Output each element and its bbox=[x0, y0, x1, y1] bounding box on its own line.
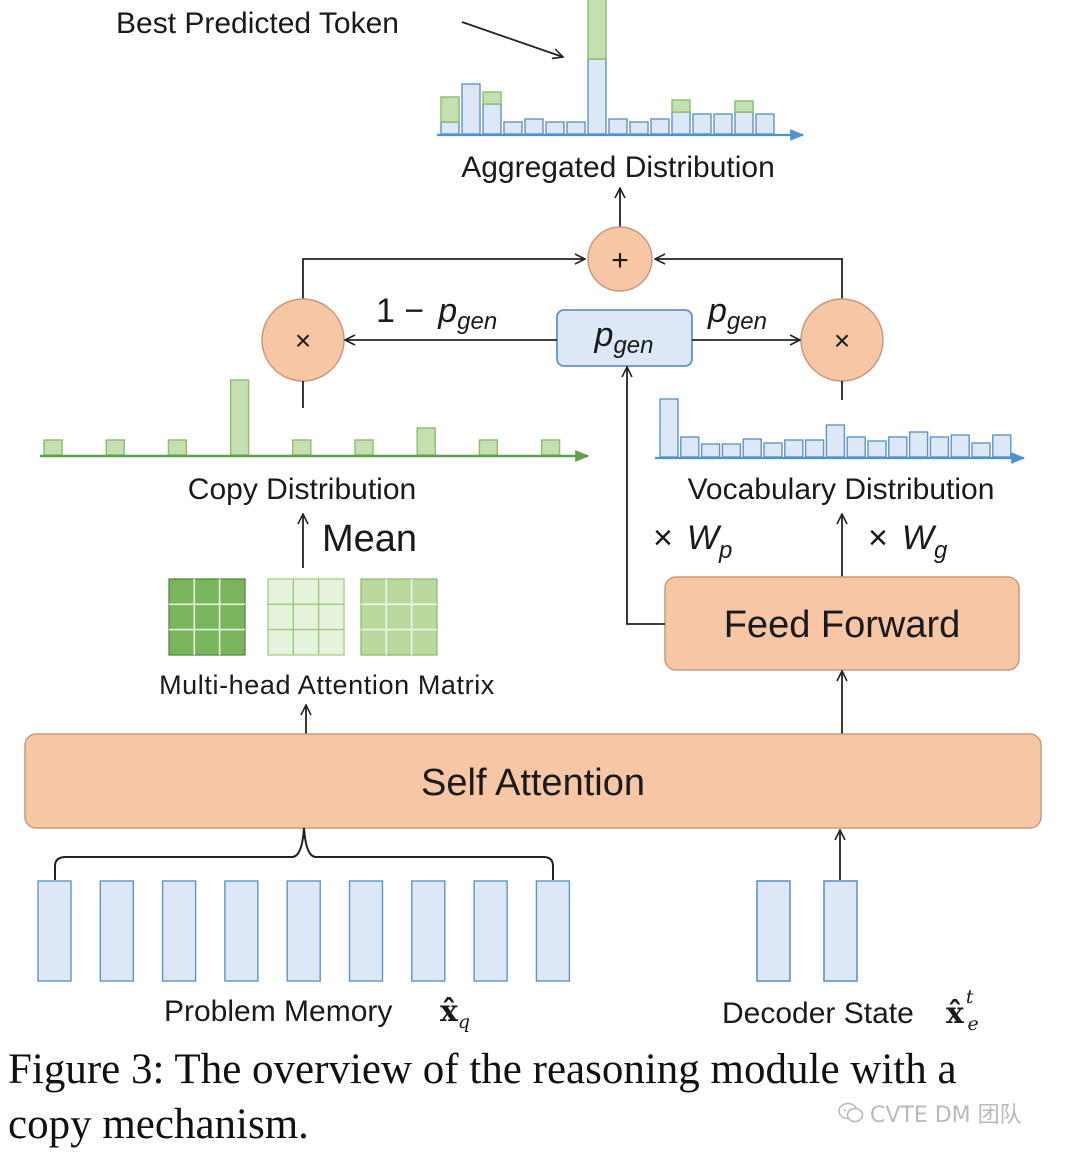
vocabulary-bar bbox=[929, 436, 950, 458]
copy-bar bbox=[43, 439, 63, 456]
vocabulary-distribution-label: Vocabulary Distribution bbox=[688, 473, 995, 506]
aggregated-bar-copy-part bbox=[440, 96, 460, 123]
problem-memory-vector bbox=[348, 880, 384, 982]
copy-bar bbox=[105, 439, 125, 456]
aggregated-bar bbox=[545, 121, 565, 135]
pgen-box-label: pgen bbox=[594, 316, 654, 359]
problem-memory-vectors bbox=[37, 880, 571, 982]
copy-distribution-bars bbox=[43, 379, 561, 456]
aggregated-bar-copy-part bbox=[482, 91, 502, 105]
problem-memory-label: Problem Memory bbox=[164, 995, 392, 1028]
problem-memory-vector bbox=[411, 880, 446, 982]
copy-bar bbox=[354, 439, 374, 456]
copy-distribution-label: Copy Distribution bbox=[188, 473, 416, 506]
vocabulary-distribution-bars bbox=[659, 398, 1012, 458]
aggregated-bar bbox=[650, 118, 670, 135]
plus-symbol: + bbox=[611, 244, 629, 277]
problem-memory-vector bbox=[224, 880, 259, 982]
decoder-state-vector-1 bbox=[756, 880, 791, 982]
copy-multiply-symbol: × bbox=[295, 325, 311, 356]
attention-matrix-light bbox=[267, 578, 345, 656]
vocabulary-bar bbox=[659, 398, 679, 458]
aggregated-bar bbox=[524, 118, 544, 135]
best-token-pointer-arrow bbox=[461, 21, 563, 57]
aggregated-bar bbox=[461, 83, 481, 135]
aggregated-bar bbox=[755, 113, 775, 135]
multi-head-attention-label: Multi-head Attention Matrix bbox=[159, 670, 495, 700]
vocabulary-bar bbox=[784, 439, 804, 458]
aggregated-bar bbox=[587, 58, 607, 135]
aggregated-bar bbox=[440, 121, 460, 135]
watermark: CVTE DM 团队 bbox=[838, 1097, 1022, 1129]
aggregated-distribution-bars bbox=[440, 0, 775, 135]
decoder-state-label: Decoder State bbox=[722, 997, 914, 1030]
feed-forward-label: Feed Forward bbox=[724, 604, 961, 646]
aggregated-bar-copy-part bbox=[587, 0, 607, 60]
copy-bar bbox=[292, 439, 312, 456]
aggregated-bar bbox=[629, 121, 649, 135]
problem-memory-vector bbox=[161, 880, 197, 982]
caption-line-2: copy mechanism. bbox=[8, 1101, 309, 1148]
vocabulary-bar bbox=[700, 443, 721, 458]
problem-memory-vector bbox=[37, 880, 72, 982]
vocabulary-bar bbox=[825, 424, 846, 458]
attention-matrix-mid bbox=[360, 578, 438, 656]
aggregated-bar-copy-part bbox=[671, 99, 691, 113]
vocabulary-bar bbox=[763, 442, 783, 458]
problem-memory-vector bbox=[99, 880, 135, 982]
aggregated-bar bbox=[503, 121, 523, 135]
copy-bar bbox=[167, 439, 188, 456]
aggregated-bar bbox=[734, 111, 754, 135]
self-attention-block bbox=[24, 733, 1042, 829]
attention-matrix-dark bbox=[168, 578, 246, 656]
problem-memory-vector bbox=[535, 880, 571, 982]
sum-node bbox=[587, 226, 653, 292]
aggregated-bar bbox=[671, 111, 691, 135]
vocab-multiply-symbol: × bbox=[834, 325, 850, 356]
wechat-icon bbox=[838, 1102, 864, 1123]
vocabulary-bar bbox=[742, 438, 762, 458]
copy-bar bbox=[540, 439, 561, 456]
vocabulary-bar bbox=[908, 431, 929, 458]
copy-bar bbox=[229, 379, 250, 456]
decoder-state-vector-2 bbox=[823, 880, 858, 982]
aggregated-bar bbox=[608, 118, 628, 135]
ffn-to-pgen-arrow bbox=[627, 367, 665, 625]
best-predicted-token-label: Best Predicted Token bbox=[116, 7, 399, 40]
vocabulary-bar bbox=[971, 442, 991, 458]
mean-label: Mean bbox=[322, 518, 417, 560]
vocabulary-bar bbox=[721, 443, 742, 458]
figure-caption: Figure 3: The overview of the reasoning … bbox=[8, 1042, 1078, 1152]
vocabulary-bar bbox=[867, 440, 887, 458]
problem-memory-brace bbox=[54, 827, 554, 880]
vocabulary-bar bbox=[992, 434, 1012, 458]
aggregated-bar bbox=[482, 103, 502, 135]
problem-memory-vector bbox=[286, 880, 321, 982]
left-multiply-to-sum-line bbox=[302, 259, 585, 300]
vocabulary-bar bbox=[680, 436, 700, 458]
aggregated-bar bbox=[713, 113, 733, 135]
right-multiply-to-sum-line bbox=[655, 259, 843, 300]
vocabulary-bar bbox=[846, 436, 866, 458]
aggregated-bar-copy-part bbox=[734, 100, 754, 113]
problem-memory-symbol: x̂q bbox=[440, 994, 470, 1033]
watermark-text: CVTE DM 团队 bbox=[870, 1103, 1022, 1128]
copy-bar bbox=[478, 439, 499, 456]
copy-bar bbox=[416, 427, 436, 456]
vocabulary-bar bbox=[804, 439, 825, 458]
aggregated-bar bbox=[566, 121, 586, 135]
vocabulary-bar bbox=[950, 434, 970, 458]
pgen-weight-label: pgen bbox=[707, 292, 767, 335]
caption-line-1: Figure 3: The overview of the reasoning … bbox=[8, 1046, 957, 1093]
one-minus-pgen-label: 1 −pgen bbox=[376, 292, 497, 335]
aggregated-distribution-label: Aggregated Distribution bbox=[461, 151, 775, 184]
self-attention-label: Self Attention bbox=[421, 762, 645, 804]
wp-label: ×Wp bbox=[653, 519, 732, 564]
wg-label: ×Wg bbox=[868, 519, 948, 564]
problem-memory-vector bbox=[473, 880, 508, 982]
vocabulary-bar bbox=[888, 436, 908, 458]
aggregated-bar bbox=[692, 113, 712, 135]
